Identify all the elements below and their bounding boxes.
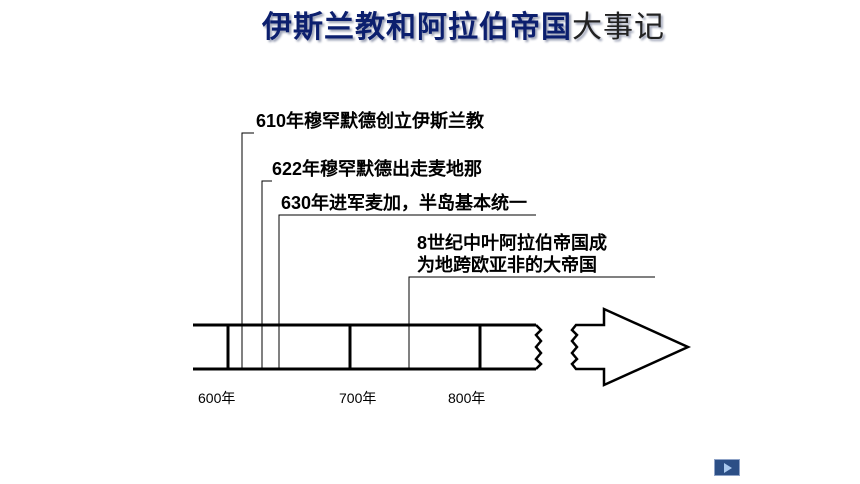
event-630-year: 630 — [281, 193, 312, 213]
leader-line-8c — [408, 276, 655, 370]
event-8c-line1: 世纪中叶阿拉伯帝国成 — [427, 233, 608, 254]
break-squiggle-left — [534, 324, 543, 370]
tick-label-600: 600年 — [198, 390, 236, 406]
event-8c-line2: 为地跨欧亚非的大帝国 — [417, 255, 597, 276]
event-610-year: 610 — [256, 111, 287, 131]
event-630-text: 年进军麦加，半岛基本统一 — [311, 193, 528, 214]
event-622: 622年穆罕默德出走麦地那 — [272, 158, 482, 181]
event-610: 610年穆罕默德创立伊斯兰教 — [256, 110, 484, 133]
title-tail: 大事记 — [572, 10, 665, 45]
event-622-text: 年穆罕默德出走麦地那 — [302, 159, 483, 180]
event-630: 630年进军麦加，半岛基本统一 — [281, 192, 527, 215]
title-main: 伊斯兰教和阿拉伯帝国 — [262, 10, 572, 45]
tick-label-800: 800年 — [448, 390, 486, 406]
leader-line-622 — [261, 180, 272, 370]
page-title: 伊斯兰教和阿拉伯帝国大事记 — [262, 2, 665, 46]
event-622-year: 622 — [272, 159, 303, 179]
leader-line-630 — [278, 214, 536, 370]
tick-label-700: 700年 — [339, 390, 377, 406]
timeline-arrow — [570, 307, 692, 387]
timeline-bar — [193, 323, 543, 371]
play-next-icon[interactable] — [714, 459, 740, 476]
event-8th-century: 8世纪中叶阿拉伯帝国成 为地跨欧亚非的大帝国 — [417, 232, 607, 277]
event-610-text: 年穆罕默德创立伊斯兰教 — [286, 111, 485, 132]
event-8c-year: 8 — [417, 233, 428, 253]
leader-line-610 — [241, 132, 254, 370]
